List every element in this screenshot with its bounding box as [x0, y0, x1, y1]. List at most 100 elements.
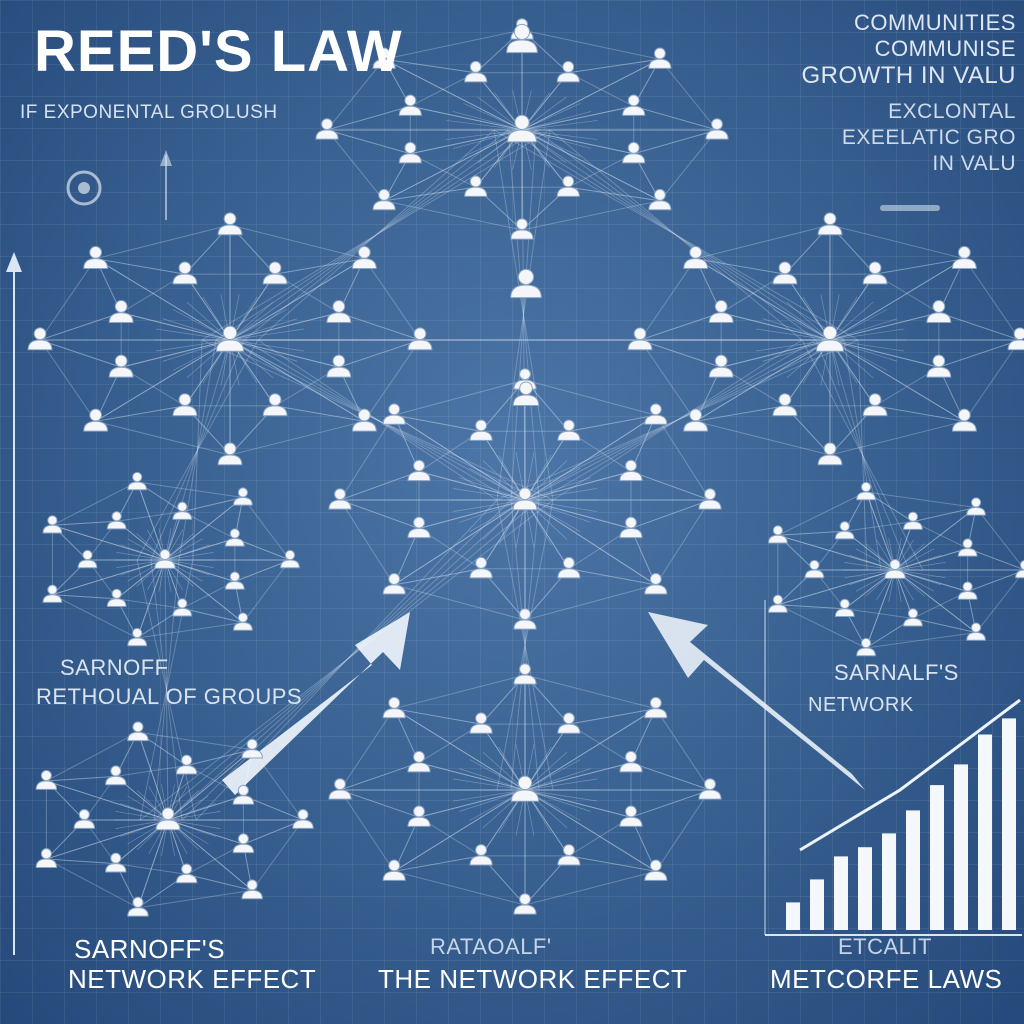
network-link — [524, 499, 597, 512]
network-link — [963, 339, 1021, 422]
bottom-left-label-2: NETWORK EFFECT — [68, 964, 317, 994]
bottom-left-label-1: SARNOFF'S — [74, 934, 226, 964]
network-link — [695, 258, 831, 341]
network-link — [136, 559, 166, 639]
network-link — [120, 544, 166, 561]
network-link — [384, 200, 523, 231]
network-link — [777, 534, 896, 571]
network-link — [394, 584, 526, 621]
network-link — [383, 58, 523, 131]
network-link — [866, 491, 977, 508]
person-node-icon — [698, 488, 722, 510]
bottom-right-label-2: METCORFE LAWS — [770, 964, 1003, 994]
person-node-icon — [241, 738, 263, 759]
person-node-icon — [407, 750, 431, 773]
network-link — [568, 568, 656, 586]
network-link — [229, 129, 523, 341]
person-node-icon — [241, 879, 263, 900]
person-node-icon — [398, 94, 422, 116]
network-link — [521, 129, 661, 202]
network-link — [829, 318, 898, 341]
network-link — [655, 414, 711, 501]
person-node-icon — [407, 516, 431, 539]
person-node-icon — [217, 212, 243, 236]
bar — [858, 847, 872, 930]
network-link — [496, 499, 554, 791]
network-link — [363, 258, 421, 341]
network-link — [655, 499, 711, 586]
network-link — [967, 569, 1024, 592]
network-link — [482, 460, 526, 501]
network-link — [95, 405, 186, 422]
network-link — [453, 778, 526, 791]
network-link — [95, 339, 231, 422]
network-link — [938, 339, 1021, 368]
network-link — [127, 795, 169, 821]
network-link — [339, 499, 395, 586]
bar — [906, 810, 920, 930]
bottom-right-label-1: ETCALIT — [838, 934, 932, 959]
network-link — [150, 559, 183, 821]
person-node-icon — [224, 528, 245, 547]
person-node-icon — [513, 608, 537, 630]
person-node-icon — [862, 261, 888, 285]
network-link — [521, 129, 598, 140]
network-link — [150, 339, 245, 561]
network-link — [524, 778, 597, 791]
network-link — [538, 339, 817, 501]
network-link — [121, 312, 231, 341]
network-link — [326, 129, 411, 155]
person-node-icon — [708, 300, 734, 324]
network-link — [52, 481, 138, 526]
network-link — [459, 499, 526, 523]
network-link — [234, 538, 291, 561]
network-link — [721, 312, 831, 341]
bar — [810, 879, 824, 930]
person-node-icon — [351, 246, 377, 269]
person-node-icon — [232, 833, 255, 854]
person-node-icon — [834, 521, 855, 540]
network-link — [121, 339, 231, 368]
network-link — [338, 312, 421, 341]
network-link — [115, 765, 187, 777]
person-node-icon — [705, 118, 729, 140]
bottom-center-label-1: RATAOALF' — [430, 934, 552, 959]
person-node-icon — [326, 300, 352, 324]
network-link — [167, 819, 244, 845]
network-link — [866, 632, 977, 649]
network-link — [844, 608, 914, 619]
network-link — [469, 467, 526, 501]
network-link — [229, 328, 304, 341]
network-link — [115, 819, 169, 829]
page-title: REED'S LAW — [34, 19, 403, 84]
network-link — [912, 506, 977, 523]
person-node-icon — [815, 325, 845, 352]
network-link — [115, 811, 169, 821]
person-node-icon — [951, 408, 977, 432]
network-link — [394, 379, 526, 416]
network-link — [229, 339, 304, 352]
bottom-center-label-2: THE NETWORK EFFECT — [378, 964, 688, 994]
network-link — [243, 819, 304, 845]
network-link — [95, 224, 231, 260]
network-link — [167, 819, 253, 891]
network-link — [46, 819, 169, 860]
person-node-icon — [903, 608, 923, 627]
network-link — [229, 339, 339, 368]
network-link — [507, 129, 540, 501]
network-link — [167, 819, 221, 829]
network-link — [510, 499, 540, 791]
network-link — [201, 129, 551, 341]
person-node-icon — [315, 118, 339, 140]
person-node-icon — [42, 515, 63, 534]
network-link — [496, 339, 859, 501]
network-link — [510, 129, 537, 501]
network-link — [524, 759, 581, 791]
network-link — [137, 622, 244, 639]
network-link — [524, 430, 570, 501]
network-link — [178, 339, 217, 561]
left-cluster-label-1: SARNOFF — [60, 655, 169, 680]
network-link — [410, 129, 523, 155]
person-node-icon — [382, 696, 406, 719]
network-link — [480, 499, 526, 570]
